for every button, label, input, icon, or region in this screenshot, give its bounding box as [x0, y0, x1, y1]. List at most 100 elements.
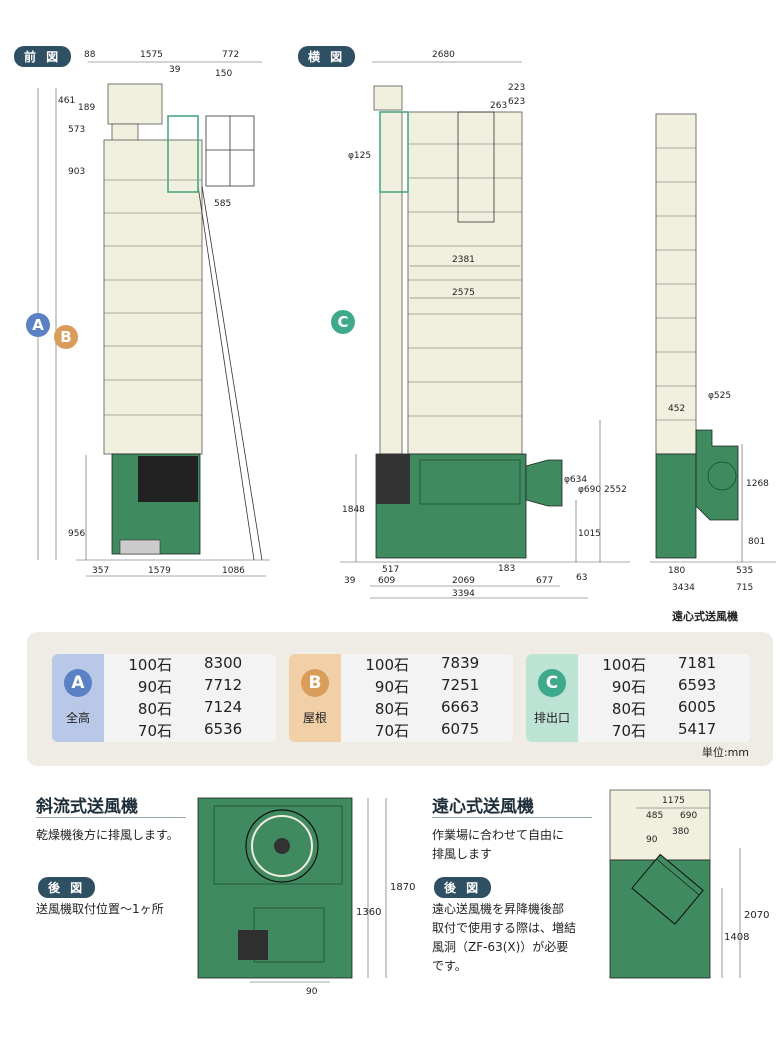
dim-phi634: φ634	[564, 475, 587, 485]
spec-b-label: B 屋根	[289, 654, 341, 742]
dim-2552: 2552	[604, 485, 627, 495]
dim-535: 535	[736, 566, 753, 576]
dim-2070: 2070	[744, 910, 769, 921]
centrifugal-side-caption: 遠心式送風機	[672, 610, 738, 623]
mixed-flow-rear-drawing: 1870 1360 90	[197, 797, 415, 997]
spec-a-label: A 全高	[52, 654, 104, 742]
spec-b-letter: B	[301, 669, 329, 697]
dim-phi690: φ690	[578, 485, 601, 495]
dim-677: 677	[536, 576, 553, 586]
spec-b-name: 屋根	[302, 711, 327, 725]
mixed-flow-underline	[36, 817, 186, 818]
dim-517: 517	[382, 565, 399, 575]
dim-585: 585	[214, 199, 231, 209]
centrifugal-side-drawing: 452 φ525 1268 801 180 535 3434 715	[650, 113, 776, 593]
dim-1848: 1848	[342, 505, 365, 515]
mixed-flow-rear-label: 後 図	[38, 877, 96, 898]
dim-772: 772	[222, 50, 239, 60]
centrifugal-text2-line3: 風洞（ZF-63(X)）が必要	[432, 940, 569, 954]
dim-623: 623	[508, 97, 525, 107]
dim-1086: 1086	[222, 566, 245, 576]
spec-a-letter: A	[64, 669, 92, 697]
dim-189: 189	[78, 103, 95, 113]
marker-c-side: C	[331, 310, 355, 334]
dim-180: 180	[668, 566, 685, 576]
centrifugal-text1-line2: 排風します	[432, 847, 493, 861]
dim-380: 380	[672, 827, 689, 837]
centrifugal-text1-line1: 作業場に合わせて自由に	[432, 828, 565, 842]
dim-485: 485	[646, 811, 663, 821]
mixed-flow-text2: 送風機取付位置〜1ヶ所	[36, 902, 164, 916]
side-view-drawing: 2680 223 263 623 φ125 2381 2575 φ634 φ69…	[340, 50, 630, 599]
dim-183: 183	[498, 564, 515, 574]
dim-phi125: φ125	[348, 151, 371, 161]
dim-63: 63	[576, 573, 587, 583]
dim-88: 88	[84, 50, 96, 60]
front-view-drawing: 88 1575 39 772 150 461 189 573 903 585 9…	[37, 50, 270, 577]
dim-573: 573	[68, 125, 85, 135]
dim-223: 223	[508, 83, 525, 93]
dim-90-centrifugal: 90	[646, 835, 658, 845]
centrifugal-rear-label: 後 図	[434, 877, 492, 898]
mixed-flow-text1: 乾燥機後方に排風します。	[36, 828, 179, 842]
dim-801: 801	[748, 537, 765, 547]
dim-1579: 1579	[148, 566, 171, 576]
dim-1015: 1015	[578, 529, 601, 539]
centrifugal-text2-line4: です。	[432, 959, 467, 973]
side-view-label: 横 図	[298, 46, 356, 67]
dim-150: 150	[215, 69, 232, 79]
dim-357: 357	[92, 566, 109, 576]
dim-phi525: φ525	[708, 391, 731, 401]
centrifugal-rear-drawing: 1175 485 690 90 380 2070 1408	[609, 789, 769, 979]
dim-609: 609	[378, 576, 395, 586]
dim-1870: 1870	[390, 882, 415, 893]
dim-690: 690	[680, 811, 697, 821]
dim-3394: 3394	[452, 589, 475, 599]
dim-1575: 1575	[140, 50, 163, 60]
dim-903: 903	[68, 167, 85, 177]
marker-b-front: B	[54, 325, 78, 349]
dim-956: 956	[68, 529, 85, 539]
centrifugal-underline	[432, 817, 592, 818]
spec-c-letter: C	[538, 669, 566, 697]
spec-a-name: 全高	[65, 711, 90, 725]
dim-1408: 1408	[724, 932, 749, 943]
dim-1175: 1175	[662, 796, 685, 806]
centrifugal-text2-line2: 取付で使用する際は、増結	[432, 921, 577, 935]
dim-2381: 2381	[452, 255, 475, 265]
centrifugal-title: 遠心式送風機	[432, 797, 534, 817]
dim-2575: 2575	[452, 288, 475, 298]
dim-1360: 1360	[356, 907, 381, 918]
front-view-label: 前 図	[14, 46, 72, 67]
marker-a-front: A	[26, 313, 50, 337]
dim-90: 90	[306, 987, 318, 997]
dim-39: 39	[344, 576, 356, 586]
dim-2680: 2680	[432, 50, 455, 60]
dim-452: 452	[668, 404, 685, 414]
spec-c-label: C 排出口	[526, 654, 578, 742]
dim-715: 715	[736, 583, 753, 593]
dim-461: 461	[58, 96, 75, 106]
dim-2069: 2069	[452, 576, 475, 586]
dim-263: 263	[490, 101, 507, 111]
dim-3434: 3434	[672, 583, 695, 593]
dim-1268: 1268	[746, 479, 769, 489]
spec-unit: 単位:mm	[701, 746, 749, 759]
dim-39: 39	[169, 65, 181, 75]
